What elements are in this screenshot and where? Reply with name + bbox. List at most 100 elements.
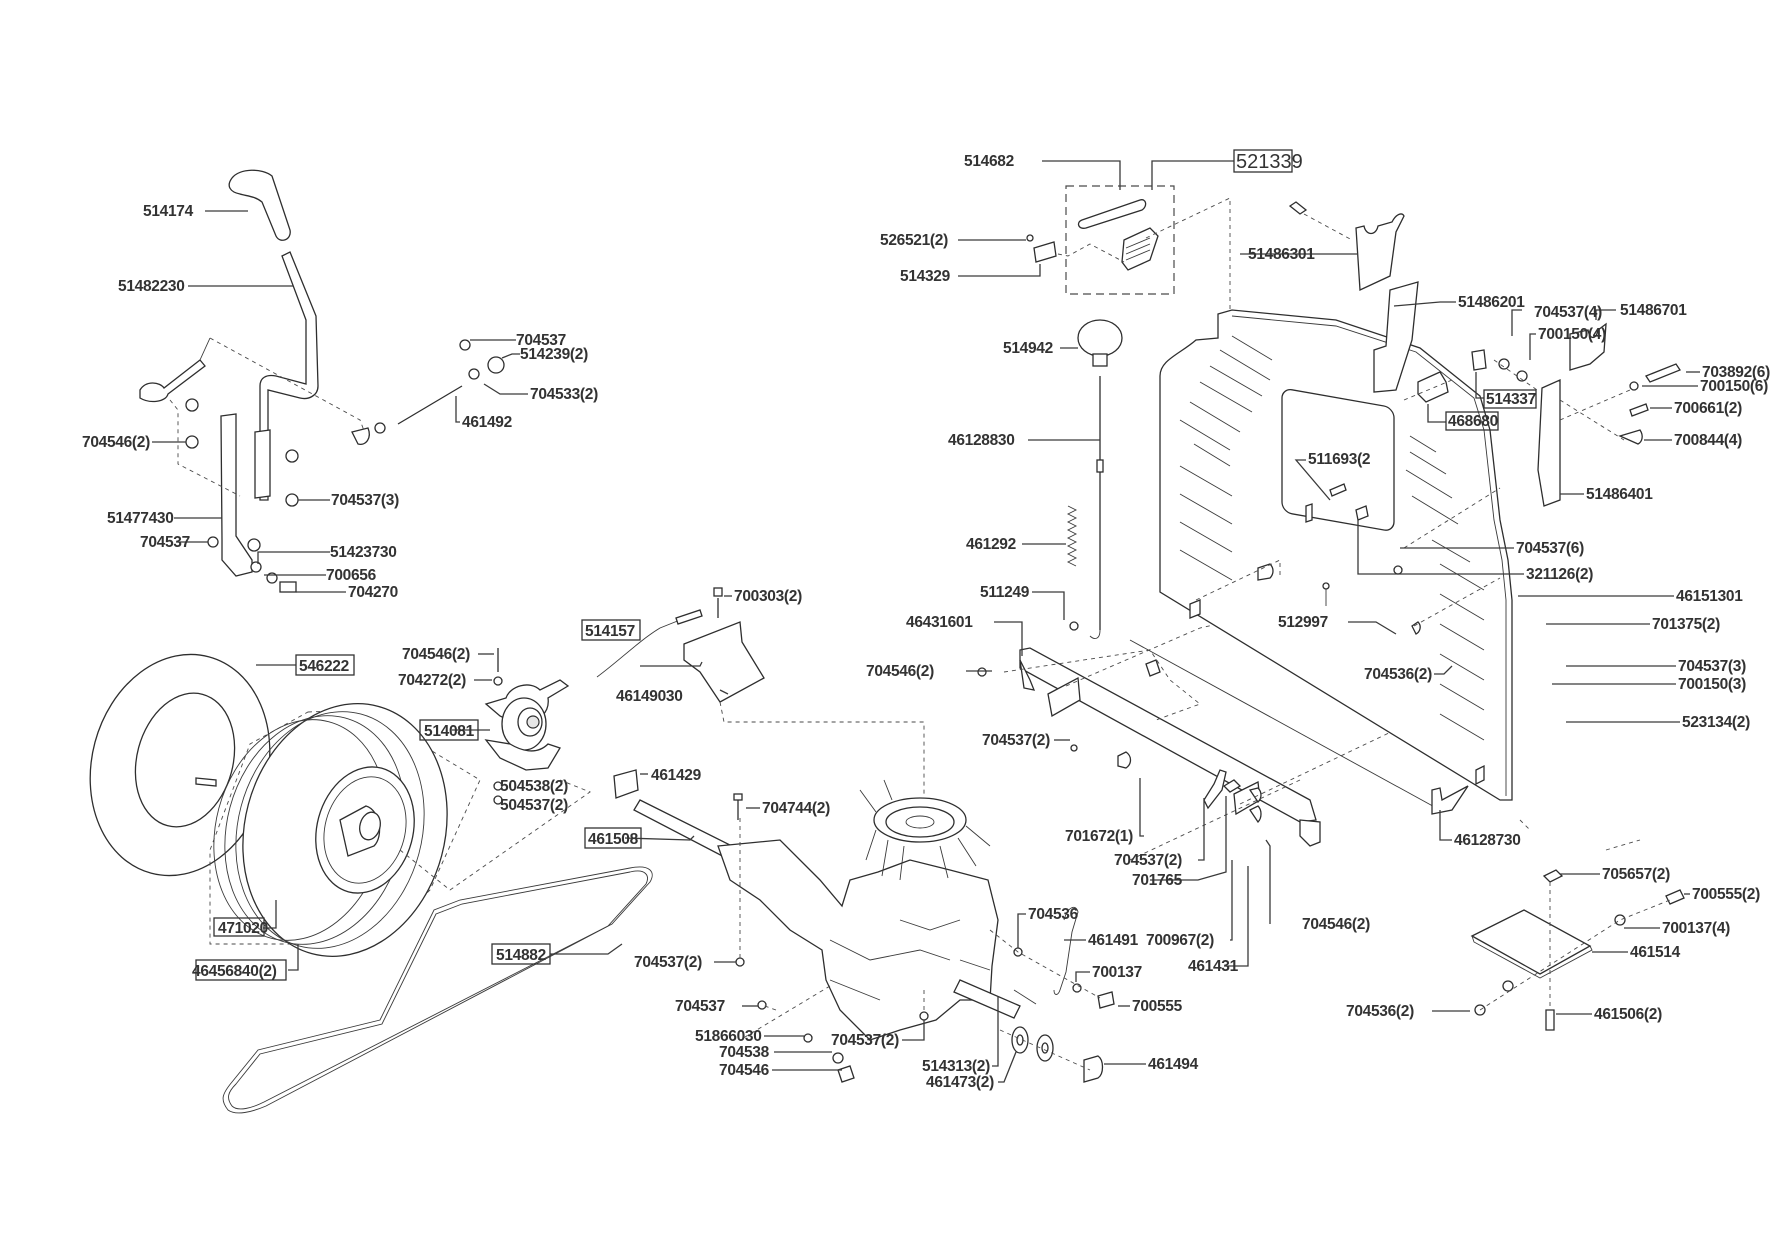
callout: 461473(2) xyxy=(926,1074,994,1091)
callout: 704537(3) xyxy=(1678,658,1746,675)
callout: 701765 xyxy=(1132,872,1183,889)
frame-bar-46431601 xyxy=(1019,647,1317,823)
callout: 705657(2) xyxy=(1602,866,1670,883)
lever-plate xyxy=(254,429,271,499)
callout: 704537 xyxy=(140,534,190,551)
callout: 46456840(2) xyxy=(192,963,277,980)
shift-lever-assembly xyxy=(139,169,505,593)
callout: 514313(2) xyxy=(922,1058,990,1075)
callout: 704546(2) xyxy=(866,663,934,680)
cooling-fan xyxy=(859,779,991,881)
callout: 703892(6) xyxy=(1702,364,1770,381)
drive-belt-514882 xyxy=(222,866,653,1114)
cross-rod xyxy=(1129,639,1441,811)
callout: 512997 xyxy=(1278,614,1328,631)
bracket-51486701 xyxy=(1569,322,1607,371)
bracket-46149030 xyxy=(683,621,765,703)
callout: 704546 xyxy=(719,1062,770,1079)
callout: 51866030 xyxy=(695,1028,762,1045)
wheel-assembly xyxy=(89,653,591,957)
callout: 700137(4) xyxy=(1662,920,1730,937)
callout: 700150(4) xyxy=(1538,326,1606,343)
callout: 514081 xyxy=(424,723,475,740)
callout: 514942 xyxy=(1003,340,1053,357)
callout: 514337 xyxy=(1486,391,1536,408)
control-cable xyxy=(199,337,211,361)
callout: 514682 xyxy=(964,153,1014,170)
callout: 46149030 xyxy=(616,688,683,705)
callout: 700967(2) xyxy=(1146,932,1214,949)
callout: 704536(2) xyxy=(1346,1003,1414,1020)
bracket-51486301 xyxy=(1355,213,1405,291)
callout: 704537(4) xyxy=(1534,304,1602,321)
callout: 504537(2) xyxy=(500,797,568,814)
callout: 514157 xyxy=(585,623,635,640)
callout: 704536(2) xyxy=(1364,666,1432,683)
callout: 546222 xyxy=(299,658,349,675)
label-boxes xyxy=(195,149,1537,981)
tire-valve xyxy=(195,777,217,787)
callout: 700303(2) xyxy=(734,588,802,605)
callout: 461491 xyxy=(1088,932,1139,949)
callout: 46128830 xyxy=(948,432,1015,449)
callout: 51482230 xyxy=(118,278,185,295)
callout: 46151301 xyxy=(1676,588,1743,605)
callout: 461492 xyxy=(462,414,512,431)
spring-461292 xyxy=(1066,505,1078,567)
callout: 514329 xyxy=(900,268,951,285)
connector-514329 xyxy=(1033,241,1057,263)
callout: 46431601 xyxy=(906,614,973,631)
bearing-bracket-514081 xyxy=(484,648,570,805)
callout: 704536 xyxy=(1028,906,1079,923)
axle-shaft-right xyxy=(953,979,1021,1019)
panel-outline xyxy=(1159,309,1513,801)
transaxle-housing xyxy=(717,839,999,1041)
spacer-461494 xyxy=(1083,1055,1104,1083)
callout: 704537 xyxy=(675,998,725,1015)
cable-end xyxy=(139,359,206,403)
callout-labels: 514174 51482230 704546(2) 51477430 70453… xyxy=(82,151,1770,1091)
callout: 704537(2) xyxy=(634,954,702,971)
rear-panel-46151301 xyxy=(1159,309,1513,801)
latch-46128730 xyxy=(1431,785,1469,815)
panel-slots xyxy=(1179,335,1485,741)
callout: 51486201 xyxy=(1458,294,1525,311)
callout: 704744(2) xyxy=(762,800,830,817)
callout: 461429 xyxy=(651,767,702,784)
callout: 504538(2) xyxy=(500,778,568,795)
callout: 461506(2) xyxy=(1594,1006,1662,1023)
callout: 461514 xyxy=(1630,944,1681,961)
cable-and-bracket xyxy=(596,587,925,812)
callout: 704537 xyxy=(516,332,566,349)
callout: 700150(6) xyxy=(1700,378,1768,395)
transaxle-assembly xyxy=(613,769,1104,1083)
lever-grip xyxy=(228,169,291,241)
callout: 704546(2) xyxy=(402,646,470,663)
callout: 51486301 xyxy=(1248,246,1315,263)
lever-bracket xyxy=(220,413,253,577)
callout: 704533(2) xyxy=(530,386,598,403)
callout: 700661(2) xyxy=(1674,400,1742,417)
callout: 704546(2) xyxy=(82,434,150,451)
callout: 51477430 xyxy=(107,510,174,527)
frame-bracket xyxy=(1047,676,1081,718)
pin-top xyxy=(1288,201,1308,215)
callout: 461292 xyxy=(966,536,1016,553)
callout: 701672(1) xyxy=(1065,828,1133,845)
key-514313 xyxy=(1013,989,1037,1005)
ball-joint-b xyxy=(487,356,505,374)
callout: 514239(2) xyxy=(520,346,588,363)
ball-joint-a xyxy=(351,427,370,445)
callout: 704537(2) xyxy=(1114,852,1182,869)
callout: 704546(2) xyxy=(1302,916,1370,933)
callout: 704270 xyxy=(348,584,398,601)
control-link-461491 xyxy=(989,906,1115,1009)
boot-514337 xyxy=(1471,349,1487,371)
bracket-51486401 xyxy=(1537,378,1561,507)
filter-element xyxy=(1121,227,1159,271)
callout: 511693(2 xyxy=(1308,451,1370,468)
callout: 514174 xyxy=(143,203,194,220)
callout: 526521(2) xyxy=(880,232,948,249)
upper-brackets xyxy=(1288,201,1681,507)
